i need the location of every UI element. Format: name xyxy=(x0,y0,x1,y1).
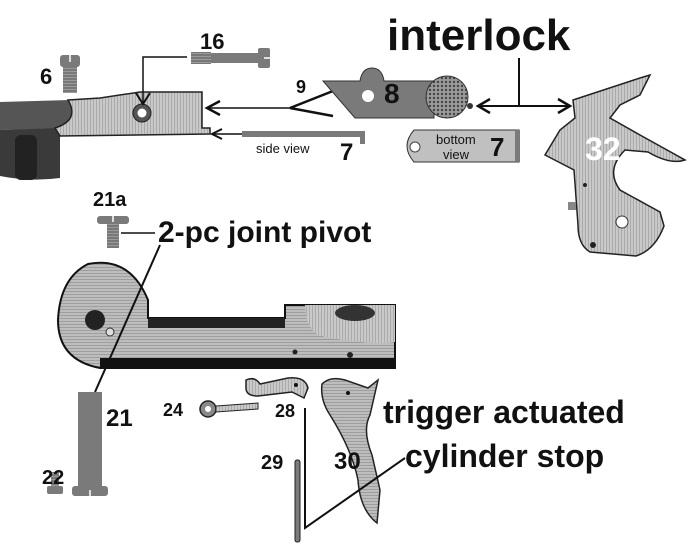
bottom-view-caption-1: bottom xyxy=(436,132,476,147)
label-part-21a: 21a xyxy=(93,189,127,211)
screw-16 xyxy=(191,48,270,68)
part-24 xyxy=(199,400,259,418)
part-8 xyxy=(321,67,473,119)
screw-6 xyxy=(60,55,80,93)
interlock-callout: interlock xyxy=(387,11,571,60)
label-part-7-side: 7 xyxy=(340,139,354,166)
label-part-32: 32 xyxy=(585,131,621,167)
trigger-callout-line1: trigger actuated xyxy=(383,394,625,430)
part-28 xyxy=(245,376,309,400)
part-7-side xyxy=(242,131,365,144)
label-part-16: 16 xyxy=(200,29,225,54)
label-part-28: 28 xyxy=(275,401,296,421)
frame-top-assembly xyxy=(0,91,211,180)
label-part-21: 21 xyxy=(106,405,133,432)
trigger-callout-line2: cylinder stop xyxy=(405,438,605,474)
part-7-bottom xyxy=(406,129,520,163)
label-part-30: 30 xyxy=(334,448,361,475)
bottom-view-caption-2: view xyxy=(443,147,470,162)
label-part-29: 29 xyxy=(261,452,284,474)
screw-22 xyxy=(47,472,63,494)
label-part-22: 22 xyxy=(42,467,65,489)
pin-21 xyxy=(72,392,108,496)
frame-lower-assembly xyxy=(56,261,396,369)
part-32-hand xyxy=(543,73,687,257)
label-part-24: 24 xyxy=(163,400,184,420)
label-part-7-bottom: 7 xyxy=(490,132,505,162)
side-view-caption: side view xyxy=(256,141,310,156)
pin-29 xyxy=(294,459,301,543)
label-part-9: 9 xyxy=(296,77,307,97)
label-part-8: 8 xyxy=(384,78,400,109)
label-part-6: 6 xyxy=(40,64,53,89)
screw-21a xyxy=(97,216,129,248)
joint-pivot-callout: 2-pc joint pivot xyxy=(158,216,372,249)
